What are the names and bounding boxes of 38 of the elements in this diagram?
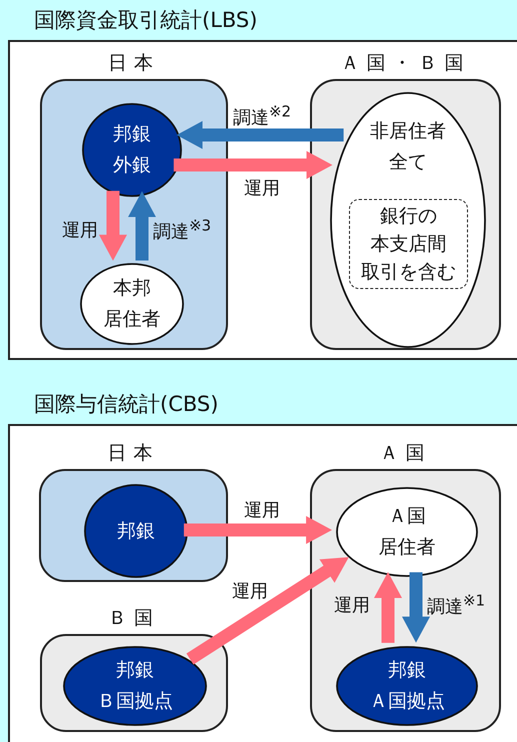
region-label: Ａ国・Ｂ国	[340, 51, 472, 76]
oval-node	[84, 484, 188, 578]
oval-node	[82, 103, 182, 197]
node-text: 非居住者全て	[370, 119, 446, 175]
oval-node	[80, 263, 184, 345]
edge-label: 運用	[62, 219, 98, 242]
block-arrow	[374, 572, 402, 643]
block-arrow	[174, 151, 332, 179]
edge-label: 運用	[244, 499, 280, 522]
node-text: 邦銀外銀	[113, 122, 151, 178]
node-text: 本邦居住者	[104, 276, 160, 332]
edge-label: 運用	[232, 580, 268, 603]
edge-label: 調達$^{※2}$	[232, 102, 292, 130]
oval-node	[336, 646, 478, 726]
node-text: 銀行の本支店間取引を含む	[361, 204, 456, 285]
region-label: 日本	[106, 441, 160, 466]
panel-title: 国際資金取引統計(LBS)	[34, 7, 258, 34]
dashed-box	[349, 199, 468, 289]
node-text: 邦銀	[117, 518, 155, 544]
region-label: Ｂ国	[107, 606, 161, 631]
region-label: Ａ国	[378, 441, 432, 466]
oval-node	[336, 487, 478, 577]
edge-label: 調達$^{※1}$	[426, 592, 486, 618]
region-label: 日本	[107, 51, 161, 76]
block-arrow	[99, 190, 127, 261]
edge-label: 調達$^{※3}$	[152, 216, 212, 244]
node-text: 邦銀Ａ国拠点	[369, 658, 445, 714]
block-arrow	[402, 572, 430, 643]
node-text: Ａ国居住者	[378, 504, 436, 560]
edge-label: 運用	[334, 594, 370, 617]
oval-node	[330, 92, 486, 348]
node-text: 邦銀Ｂ国拠点	[97, 658, 173, 714]
oval-node	[63, 646, 207, 726]
block-arrow	[128, 191, 156, 261]
panel-title: 国際与信統計(CBS)	[34, 391, 218, 418]
block-arrow	[176, 121, 344, 149]
edge-label: 運用	[244, 177, 280, 200]
block-arrow	[184, 516, 332, 544]
